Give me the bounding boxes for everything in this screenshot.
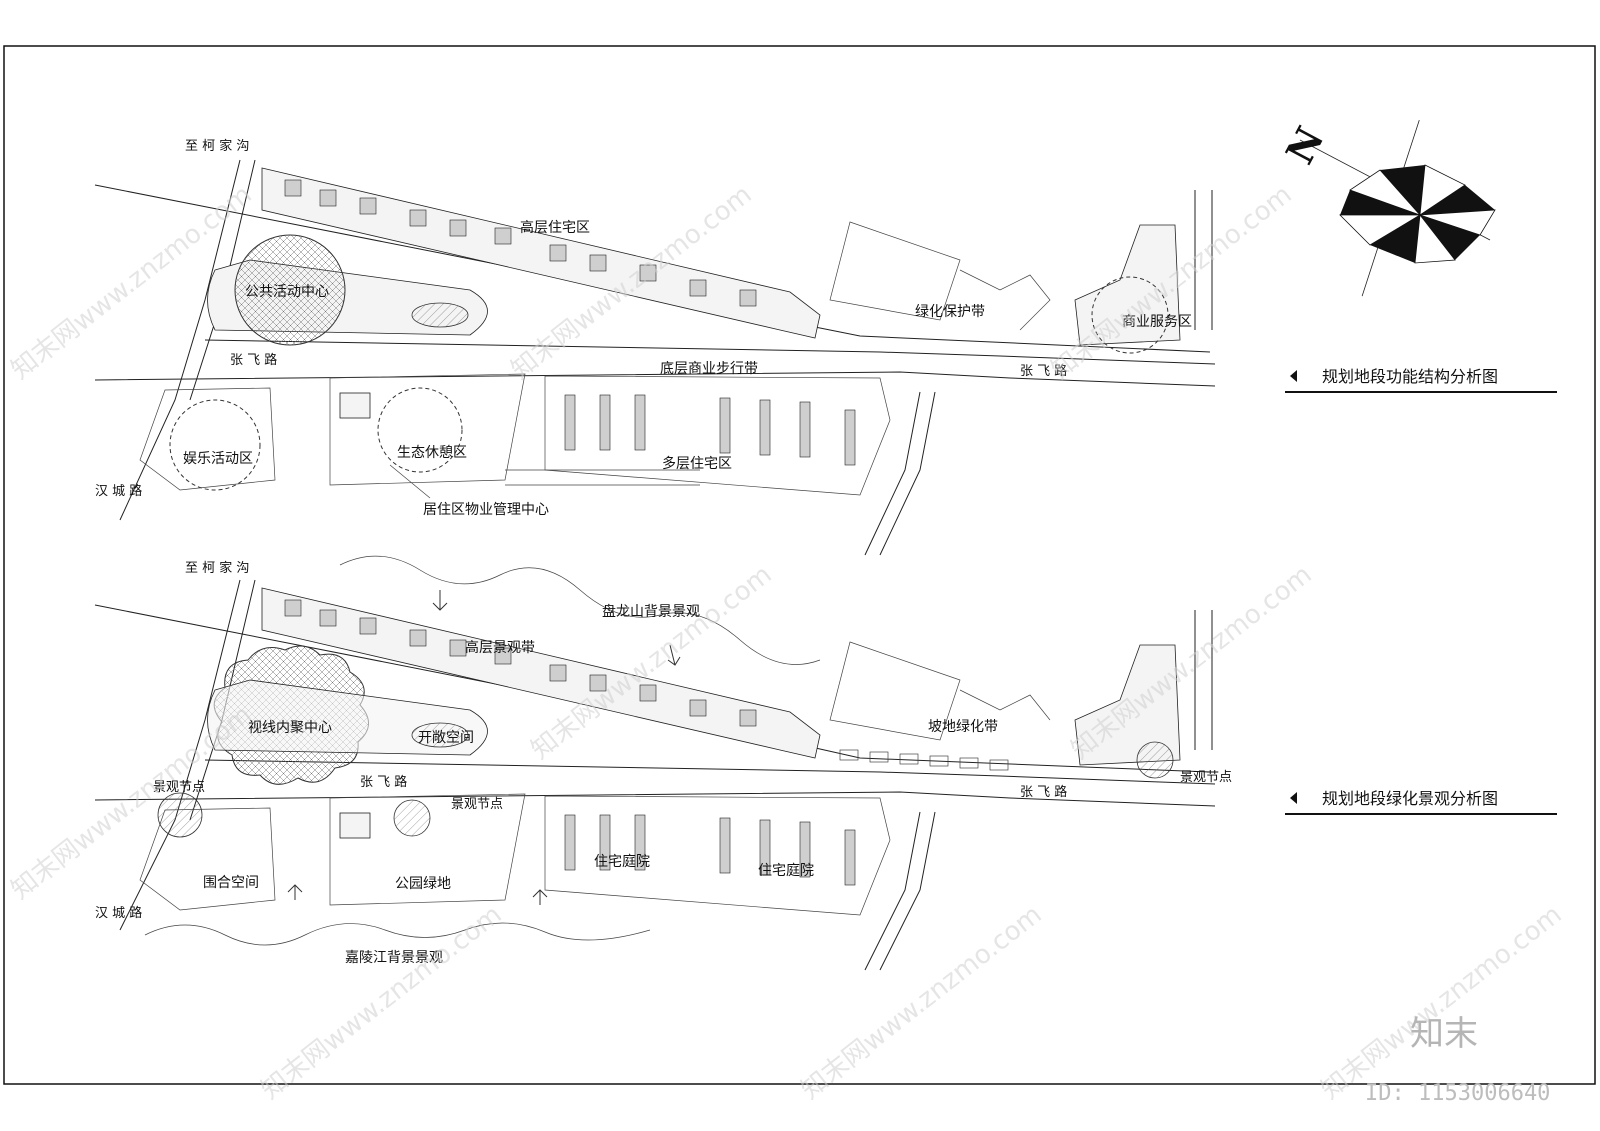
- bottom-center-node-circle: [393, 799, 431, 837]
- bottom-label-landscape-node-1: 景观节点: [153, 780, 205, 795]
- bottom-residential-parcel: [544, 795, 891, 916]
- bottom-highrise-block: [261, 587, 821, 759]
- bottom-road-zhangfei-n: [204, 759, 1216, 785]
- watermark-text-3: 知末网www.znzmo.com: [1046, 180, 1298, 386]
- sheet-border: [3, 45, 1596, 1085]
- watermark-text-7: 知末网www.znzmo.com: [256, 900, 508, 1106]
- top-eco-circle: [377, 387, 463, 473]
- top-label-entertainment-area: 娱乐活动区: [183, 451, 253, 467]
- top-label-multistory-residential: 多层住宅区: [662, 455, 732, 472]
- bottom-view-arrows: [287, 590, 681, 905]
- bottom-label-slope-green-belt: 坡地绿化带: [928, 719, 998, 735]
- top-entertainment-parcel: [139, 387, 276, 491]
- bottom-label-public-green: 公园绿地: [395, 876, 451, 892]
- bottom-slope-boxes: [839, 749, 1009, 771]
- top-label-green-protection-belt: 绿化保护带: [915, 304, 985, 320]
- top-road-westcross-a: [119, 159, 241, 521]
- top-multistory-parcel: [544, 375, 891, 496]
- top-road-zhangfei-n: [204, 339, 1216, 365]
- top-highrise-block: [261, 167, 821, 339]
- top-commercial-circle: [1091, 276, 1169, 354]
- bottom-label-landscape-node-3: 景观节点: [1180, 770, 1232, 785]
- top-public-center-circle: [234, 234, 346, 346]
- bottom-label-courtyard-1: 住宅庭院: [594, 853, 650, 870]
- bottom-road-westcross-a: [119, 579, 241, 931]
- top-label-zhangfei-road-west: 张 飞 路: [230, 352, 277, 368]
- top-entertainment-circle: [169, 399, 261, 491]
- top-multistory-rows: [564, 394, 856, 466]
- bottom-label-zhangfei-road-east: 张 飞 路: [1020, 784, 1067, 800]
- top-road-south-spur: [864, 391, 921, 556]
- bottom-label-courtyard-2: 住宅庭院: [758, 862, 814, 879]
- bottom-label-sightline-focus-center: 视线内聚中心: [248, 720, 332, 736]
- bottom-highrise-towers: [284, 599, 757, 727]
- top-title-arrow-icon: [1290, 370, 1297, 382]
- top-label-commercial-service-area: 商业服务区: [1122, 314, 1192, 330]
- bottom-title-block: 规划地段绿化景观分析图: [1285, 789, 1557, 815]
- bottom-slope-outline: [829, 641, 1051, 741]
- top-label-property-management: 居住区物业管理中心: [423, 502, 549, 518]
- bottom-label-zhangfei-road-west: 张 飞 路: [360, 774, 407, 790]
- bottom-road-south-spur2: [879, 811, 936, 971]
- top-highrise-towers: [284, 179, 757, 307]
- top-diagram-title: 规划地段功能结构分析图: [1322, 367, 1498, 386]
- top-property-building: [339, 392, 371, 419]
- top-road-north-edge: [94, 184, 1211, 353]
- bottom-road-south-spur: [864, 811, 921, 971]
- bottom-label-jialing-river: 嘉陵江背景景观: [345, 950, 443, 966]
- top-road-zhangfei-s: [94, 371, 1216, 387]
- bottom-label-highrise-landscape-belt: 高层景观带: [465, 639, 535, 656]
- top-label-public-activity-center: 公共活动中心: [245, 284, 329, 300]
- top-label-eco-leisure-area: 生态休憩区: [397, 444, 467, 461]
- watermark-text-6: 知末网www.znzmo.com: [1066, 560, 1318, 766]
- top-open-space-shape: [411, 302, 469, 328]
- top-commercial-block: [1074, 224, 1181, 346]
- bottom-label-to-kejiagou: 至 柯 家 沟: [185, 560, 249, 576]
- watermark-text-8: 知末网www.znzmo.com: [796, 900, 1048, 1106]
- image-id-text: ID: 1153006640: [1365, 1081, 1550, 1106]
- bottom-label-enclosed-space: 围合空间: [203, 875, 259, 891]
- bottom-park-parcel: [329, 793, 526, 906]
- top-label-zhangfei-road-east: 张 飞 路: [1020, 363, 1067, 379]
- bottom-jialing-wave: [144, 922, 651, 946]
- top-eco-parcel: [329, 373, 526, 486]
- bottom-road-north-edge: [94, 604, 1211, 773]
- bottom-park-building: [339, 812, 371, 839]
- bottom-plan: 至 柯 家 沟 盘龙山背景景观 高层景观带 视线内聚中心 开敞空间 坡地绿化带 …: [94, 555, 1232, 971]
- brand-logo-text: 知末: [1410, 1014, 1478, 1054]
- north-arrow-icon: N: [1277, 119, 1496, 297]
- bottom-enclosed-parcel: [139, 807, 276, 911]
- bottom-residential-rows: [564, 814, 856, 886]
- top-plan: 至 柯 家 沟 高层住宅区 公共活动中心 绿化保护带 商业服务区 张 飞 路 张…: [94, 138, 1216, 556]
- bottom-west-node-circle: [157, 792, 203, 838]
- top-road-south-local: [505, 469, 700, 486]
- top-road-south-spur2: [879, 391, 936, 556]
- top-leader-line: [389, 464, 431, 499]
- top-label-to-kejiagou: 至 柯 家 沟: [185, 138, 249, 154]
- bottom-road-zhangfei-s: [94, 791, 1216, 807]
- bottom-label-open-space: 开敞空间: [418, 730, 474, 746]
- top-label-hancheng-road: 汉 城 路: [95, 483, 142, 499]
- top-label-highrise-residential: 高层住宅区: [520, 219, 590, 236]
- bottom-commercial-block: [1074, 644, 1181, 766]
- watermark-text-9: 知末网www.znzmo.com: [1316, 900, 1568, 1106]
- bottom-diagram-title: 规划地段绿化景观分析图: [1322, 789, 1498, 808]
- bottom-east-node-circle: [1136, 741, 1174, 779]
- top-label-ground-floor-commercial: 底层商业步行带: [660, 361, 758, 377]
- bottom-open-space-shape: [411, 722, 469, 748]
- bottom-panlong-wave: [339, 555, 821, 665]
- north-letter: N: [1277, 119, 1333, 171]
- bottom-title-arrow-icon: [1290, 792, 1297, 804]
- top-title-block: 规划地段功能结构分析图: [1285, 367, 1557, 393]
- bottom-label-landscape-node-2: 景观节点: [451, 797, 503, 812]
- bottom-label-hancheng-road: 汉 城 路: [95, 905, 142, 921]
- bottom-label-panlong-mountain: 盘龙山背景景观: [602, 603, 700, 620]
- top-green-belt-outline: [829, 221, 1051, 331]
